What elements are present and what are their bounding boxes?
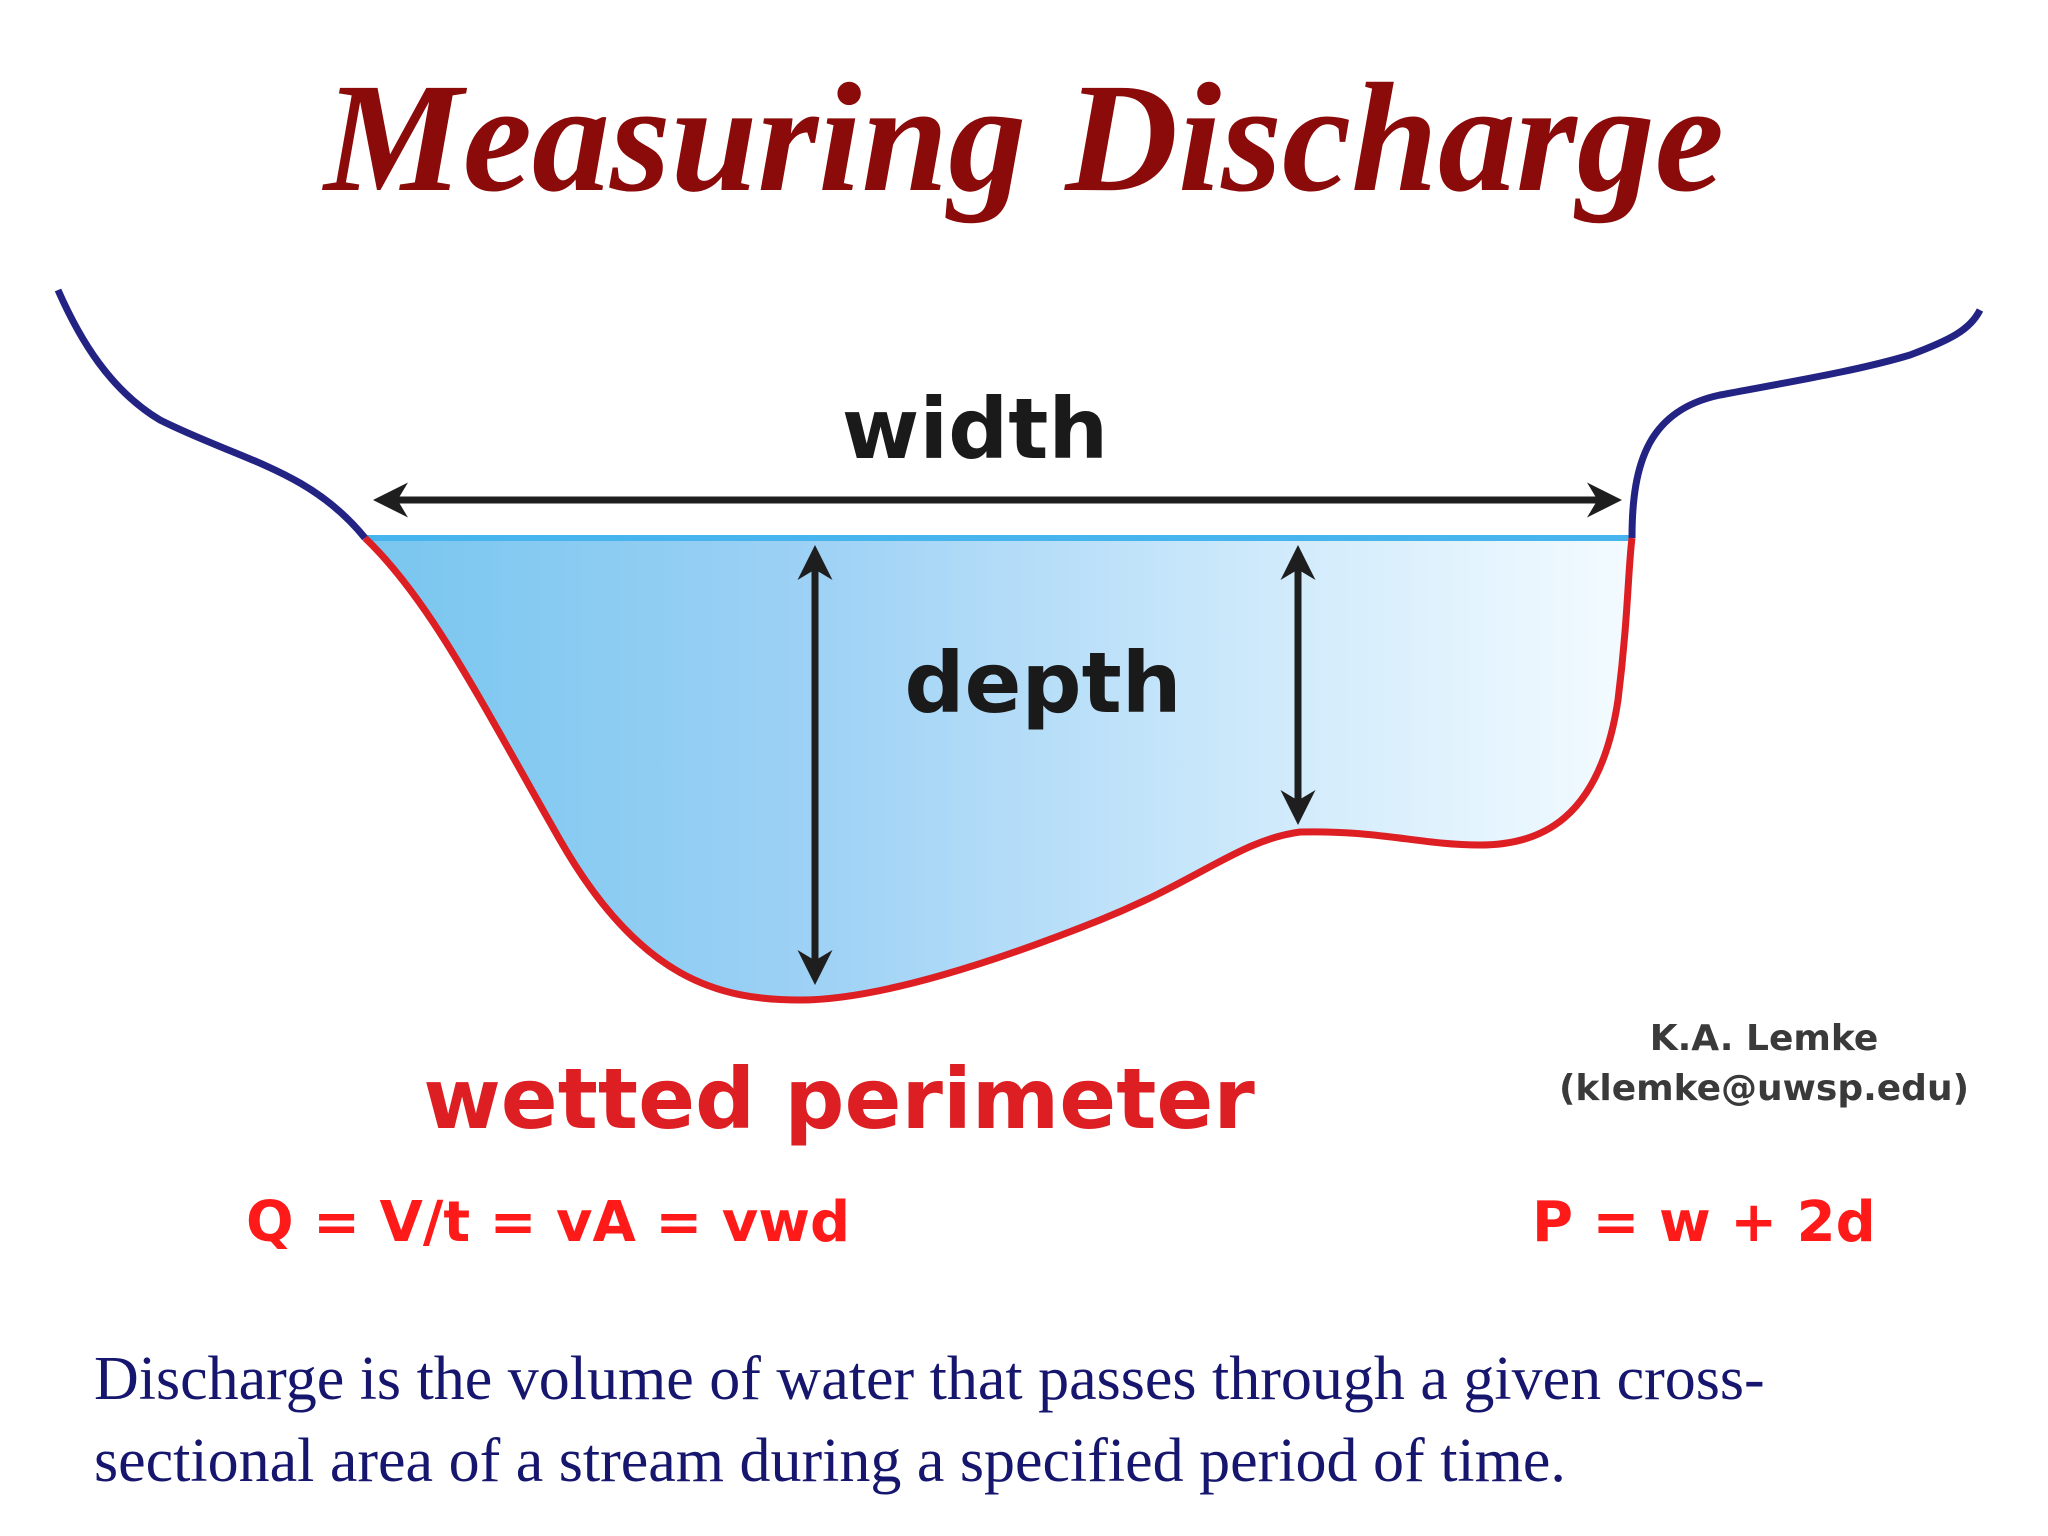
credit-name: K.A. Lemke (1650, 1018, 1879, 1059)
discharge-formula: Q = V/t = vA = vwd (246, 1190, 851, 1255)
slide-title: Measuring Discharge (324, 51, 1724, 224)
wetted-perimeter-label: wetted perimeter (423, 1050, 1255, 1148)
right-bank-line (1628, 308, 1984, 539)
depth-label: depth (904, 634, 1181, 732)
perimeter-formula: P = w + 2d (1532, 1190, 1876, 1255)
left-bank-line (54, 288, 368, 541)
wetted-perimeter-line (362, 535, 1636, 1004)
water-body (365, 538, 1630, 1000)
width-label: width (842, 380, 1108, 478)
caption-text: Discharge is the volume of water that pa… (94, 1345, 1765, 1495)
credit-email: (klemke@uwsp.edu) (1559, 1068, 1969, 1109)
